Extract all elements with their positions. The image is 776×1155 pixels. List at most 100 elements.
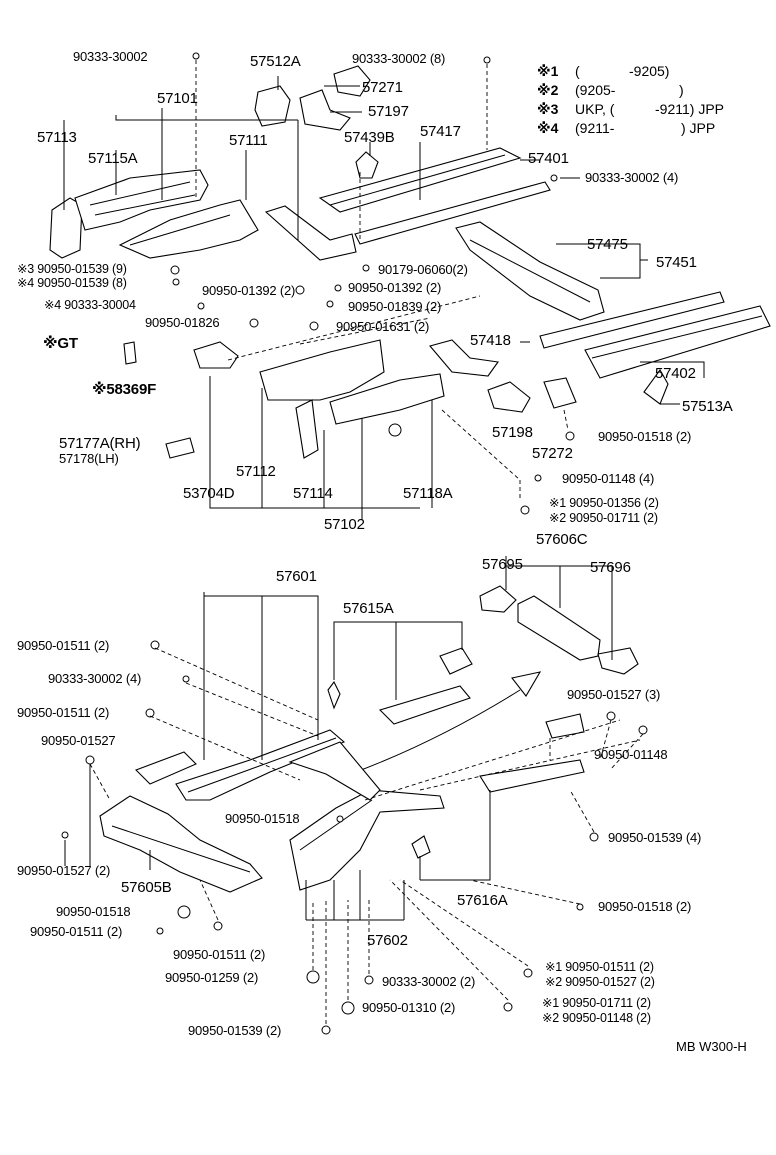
label-57696: 57696 [590, 559, 631, 576]
label-57417: 57417 [420, 123, 461, 140]
bracket-57113-part [49, 197, 83, 259]
rail-57418-part [539, 291, 725, 349]
label-57113: 57113 [37, 129, 77, 146]
label-lower-90950-01511-b: 90950-01511 (2) [17, 705, 110, 720]
bracket-57513A-part [643, 368, 669, 405]
label-90950-01392-b: 90950-01392 (2) [348, 280, 442, 295]
member-57102-part [259, 339, 385, 401]
cap-57439B-part [355, 151, 379, 179]
label-lower-90950-01539-4: 90950-01539 (4) [608, 830, 702, 845]
label-lower-90950-01518-b: 90950-01518 [56, 904, 131, 919]
label-57271: 57271 [362, 79, 403, 96]
label-57272: 57272 [532, 445, 573, 462]
label-57178: 57178(LH) [59, 451, 119, 466]
crossmember-57602-part [289, 789, 445, 891]
floor-57605B-part [99, 795, 263, 893]
label-57401: 57401 [528, 150, 569, 167]
bracket-57198-part [487, 381, 531, 413]
label-lower-90950-01527-e: ※2 90950-01527 (2) [545, 975, 655, 989]
legend-to: ) [679, 82, 684, 98]
bracket-53704D-part [193, 341, 239, 369]
label-57605B: 57605B [121, 879, 172, 896]
label-lower-90950-01711: ※1 90950-01711 (2) [542, 996, 651, 1010]
label-lower-90950-01539-2: 90950-01539 (2) [188, 1023, 282, 1038]
label-90333-30002: 90333-30002 [73, 49, 148, 64]
label-57114: 57114 [293, 485, 333, 502]
legend-to: -9211) JPP [655, 101, 724, 117]
label-lower-90950-01527-3: 90950-01527 (3) [567, 687, 661, 702]
bracket-57197-part [299, 89, 351, 131]
label-90950-01539-9: ※3 90950-01539 (9) [17, 262, 127, 276]
label-57439B: 57439B [344, 129, 395, 146]
member-57118A-part [329, 373, 445, 425]
label-57616A: 57616A [457, 892, 508, 909]
label-90950-01356: ※1 90950-01356 (2) [549, 496, 659, 510]
label-57402: 57402 [655, 365, 696, 382]
legend: ※1 ( -9205) ※2 (9205-) ※3 UKP, ( -9211) JPP ※… [537, 62, 724, 138]
legend-to: ) JPP [681, 120, 716, 136]
label-57115A: 57115A [88, 150, 138, 167]
label-lower-90950-01527: 90950-01527 [41, 733, 116, 748]
legend-mark: ※1 [537, 63, 559, 79]
plate-57177A-part [165, 437, 195, 459]
legend-to: -9205) [629, 63, 670, 79]
bracket-57512A-part [254, 85, 291, 127]
label-lower-90950-01511-d: 90950-01511 (2) [173, 947, 266, 962]
plate-57418b-part [429, 339, 499, 377]
bracket-57601b-part [135, 751, 197, 785]
label-90950-01392-a: 90950-01392 (2) [202, 283, 296, 298]
label-57111: 57111 [229, 132, 268, 149]
label-57513A: 57513A [682, 398, 733, 415]
label-57695: 57695 [482, 556, 523, 573]
label-57418: 57418 [470, 332, 511, 349]
legend-mark: ※3 [537, 101, 559, 117]
label-57112: 57112 [236, 463, 276, 480]
member-57114-part [295, 399, 319, 459]
legend-row: ※4 (9211- ) JPP [537, 119, 724, 138]
label-lower-90950-01518: 90950-01518 [225, 811, 300, 826]
label-58369F: ※58369F [92, 381, 157, 398]
label-lower-90950-01310: 90950-01310 (2) [362, 1000, 456, 1015]
gt-label: ※GT [43, 335, 78, 352]
label-lower-90950-01511-a: 90950-01511 (2) [17, 638, 110, 653]
label-lower-90950-01259: 90950-01259 (2) [165, 970, 259, 985]
member-57616A-part [479, 759, 585, 793]
label-lower-90950-01511-e: ※1 90950-01511 (2) [545, 960, 654, 974]
member-57602b-part [288, 741, 381, 801]
bracket-57272-part [543, 377, 577, 409]
label-57606C: 57606C [536, 531, 588, 548]
label-57197: 57197 [368, 103, 409, 120]
label-lower-90950-01511-c: 90950-01511 (2) [30, 924, 123, 939]
label-90950-01148-4: 90950-01148 (4) [562, 471, 655, 486]
label-57102: 57102 [324, 516, 365, 533]
legend-from: (9205- [575, 82, 616, 98]
legend-row: ※2 (9205-) [537, 81, 724, 100]
member-57606C-part [517, 595, 601, 661]
legend-row: ※3 UKP, ( -9211) JPP [537, 100, 724, 119]
label-57512A: 57512A [250, 53, 301, 70]
legend-from: ( [575, 63, 580, 79]
legend-mark: ※2 [537, 82, 559, 98]
label-lower-90950-01148: 90950-01148 [594, 747, 668, 762]
member-kick-part [264, 205, 357, 261]
legend-from: UKP, ( [575, 101, 615, 117]
member-57402-part [584, 305, 771, 379]
label-90333-30002-4: 90333-30002 (4) [585, 170, 679, 185]
legend-mark: ※4 [537, 120, 559, 136]
label-57615A: 57615A [343, 600, 394, 617]
label-90333-30004: ※4 90333-30004 [44, 298, 136, 312]
label-90950-01518-2: 90950-01518 (2) [598, 429, 692, 444]
reference-code: MB W300-H [676, 1039, 747, 1054]
label-lower-90950-01527-2: 90950-01527 (2) [17, 863, 111, 878]
label-lower-90950-01518-2: 90950-01518 (2) [598, 899, 692, 914]
bracket-57615A-part [439, 647, 473, 675]
legend-from: (9211- [575, 120, 615, 136]
label-57601: 57601 [276, 568, 317, 585]
bracket-58369F-part [123, 341, 137, 365]
label-57602: 57602 [367, 932, 408, 949]
label-lower-90333-30002: 90333-30002 (4) [48, 671, 142, 686]
bracket-57271-part [333, 65, 371, 97]
label-90950-01839: 90950-01839 (2) [348, 299, 442, 314]
